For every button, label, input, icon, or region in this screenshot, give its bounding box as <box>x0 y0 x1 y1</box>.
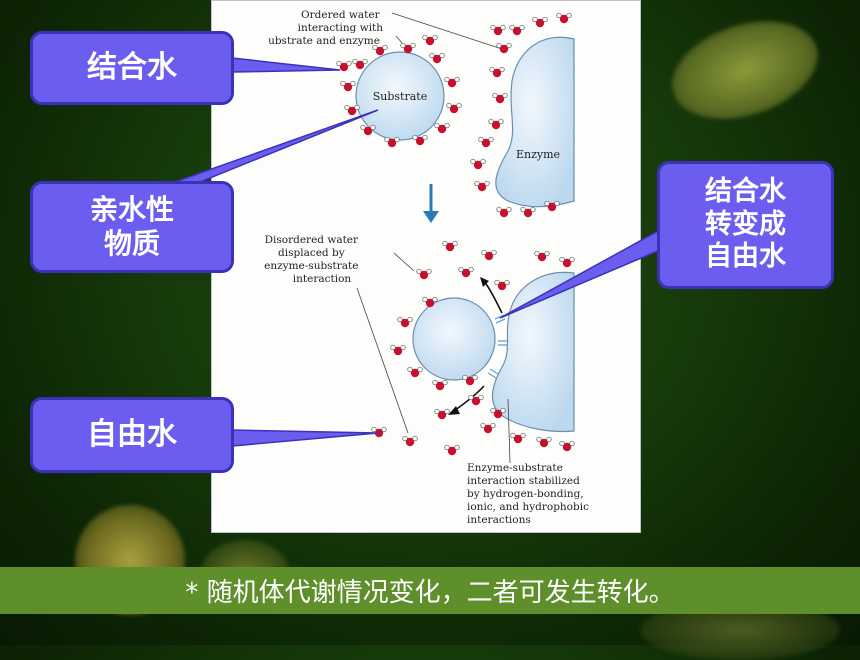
mid-label-line-4: interaction <box>293 273 352 285</box>
top-label-line-3: ubstrate and enzyme <box>268 35 380 47</box>
connector-bound-water <box>231 57 341 73</box>
bottom-label-line-5: interactions <box>467 514 531 526</box>
connector-free-water <box>231 429 379 447</box>
mid-label-line-3: enzyme-substrate <box>264 260 358 272</box>
bottom-banner: * 随机体代谢情况变化，二者可发生转化。 <box>0 567 860 614</box>
substrate-circle-bottom <box>412 297 496 381</box>
top-label-line-2: interacting with <box>298 22 384 34</box>
bottom-label-pointer <box>507 398 511 464</box>
bottom-label-line-2: interaction stabilized <box>467 475 580 487</box>
mid-label-pointer-2 <box>356 287 409 434</box>
top-label-line-1: Ordered water <box>301 9 381 21</box>
callout-free-water: 自由水 <box>30 397 234 473</box>
callout-hydrophilic-substance: 亲水性 物质 <box>30 181 234 273</box>
bottom-label-line-1: Enzyme-substrate <box>467 462 563 474</box>
interaction-marks <box>487 314 507 379</box>
top-label-pointer-1 <box>391 12 503 50</box>
enzyme-substrate-figure: Substrate Enzyme Ordered water interacti… <box>211 0 641 533</box>
mid-label-pointer-1 <box>393 252 415 272</box>
transition-arrow-head <box>423 211 439 223</box>
mid-label-line-1: Disordered water <box>265 234 359 246</box>
substrate-label: Substrate <box>373 90 427 103</box>
svg-text:Disordered water displac: Disordered water displaced by enzyme-sub… <box>264 234 362 285</box>
bottom-label-line-4: ionic, and hydrophobic <box>467 501 589 513</box>
callout-conversion: 结合水 转变成 自由水 <box>657 161 834 289</box>
svg-text:Ordered water interactin: Ordered water interacting with ubstrate … <box>268 9 386 47</box>
svg-text:Enzyme-substrate interac: Enzyme-substrate interaction stabilized … <box>467 462 592 526</box>
connector-hydrophilic <box>174 109 379 183</box>
enzyme-shape-top <box>495 36 575 208</box>
connector-conversion <box>499 228 661 319</box>
mid-label-line-2: displaced by <box>278 247 345 259</box>
enzyme-label: Enzyme <box>516 148 560 161</box>
callout-bound-water: 结合水 <box>30 31 234 105</box>
bottom-label-line-3: by hydrogen-bonding, <box>467 488 584 500</box>
substrate-circle-top <box>355 51 445 141</box>
